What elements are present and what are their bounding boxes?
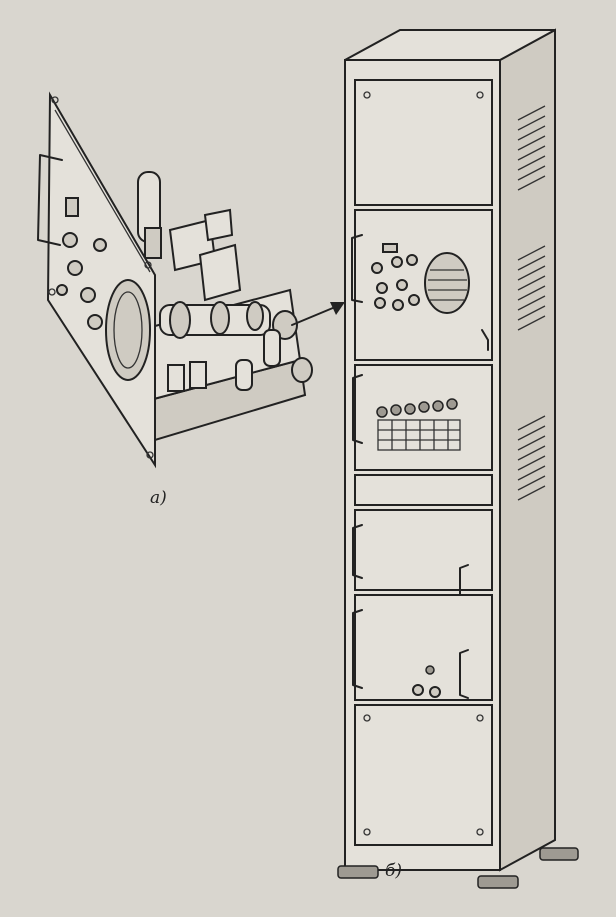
panel-handle bbox=[481, 329, 489, 351]
panel-knob bbox=[371, 262, 383, 274]
panel-knob bbox=[374, 297, 386, 309]
side-vents bbox=[517, 105, 546, 501]
panel-knob bbox=[93, 238, 107, 252]
panel-knob bbox=[429, 686, 441, 698]
cylinder-flange bbox=[210, 301, 230, 335]
figure-label-a: а) bbox=[150, 488, 167, 508]
scope-graticule bbox=[428, 269, 467, 301]
rack-panel-oscilloscope bbox=[354, 209, 493, 361]
insertion-arrow bbox=[291, 302, 345, 326]
panel-knob bbox=[412, 684, 424, 696]
panel-dial-window bbox=[105, 279, 151, 381]
rear-knob bbox=[291, 357, 313, 383]
rack-panel-module bbox=[354, 509, 493, 591]
rack-feet bbox=[337, 847, 579, 889]
equipment-rack bbox=[337, 28, 579, 889]
panel-knob bbox=[67, 260, 83, 276]
panel-knob bbox=[396, 279, 408, 291]
panel-knob bbox=[376, 282, 388, 294]
terminal-grid bbox=[377, 419, 461, 451]
figure-label-b: б) bbox=[385, 861, 403, 881]
cylinder-flange bbox=[169, 301, 191, 339]
removable-module bbox=[37, 91, 313, 469]
panel-handle bbox=[351, 234, 363, 303]
panel-handle bbox=[37, 154, 63, 246]
panel-handle bbox=[352, 609, 363, 689]
small-tube bbox=[263, 329, 281, 367]
panel-handle bbox=[352, 524, 363, 579]
panel-knob bbox=[406, 254, 418, 266]
rack-panel-terminal bbox=[354, 364, 493, 471]
panel-knob bbox=[80, 287, 96, 303]
small-tube bbox=[235, 359, 253, 391]
panel-knob bbox=[391, 256, 403, 268]
panel-switch bbox=[382, 243, 398, 253]
scope-screen bbox=[424, 252, 470, 314]
rack-panel-blank bbox=[354, 704, 493, 846]
panel-indicator bbox=[425, 665, 435, 675]
panel-knob bbox=[62, 232, 78, 248]
panel-switch bbox=[65, 197, 79, 217]
panel-knob bbox=[392, 299, 404, 311]
rack-panel-blank bbox=[354, 79, 493, 206]
rack-panel-blank bbox=[354, 474, 493, 506]
panel-handle bbox=[459, 649, 469, 699]
rack-panel-control bbox=[354, 594, 493, 701]
panel-knob bbox=[408, 294, 420, 306]
panel-handle bbox=[352, 374, 363, 444]
panel-knob bbox=[87, 314, 103, 330]
tube-socket bbox=[144, 227, 162, 259]
capacitor bbox=[167, 364, 185, 392]
rack-side-wall bbox=[499, 28, 556, 872]
panel-jack bbox=[56, 284, 68, 296]
module-front-panel bbox=[46, 91, 156, 469]
terminal-knob-row bbox=[376, 398, 458, 418]
transformer-block bbox=[198, 243, 242, 302]
cylinder-flange bbox=[246, 301, 264, 331]
capacitor bbox=[189, 361, 207, 389]
relay-block bbox=[203, 208, 234, 242]
